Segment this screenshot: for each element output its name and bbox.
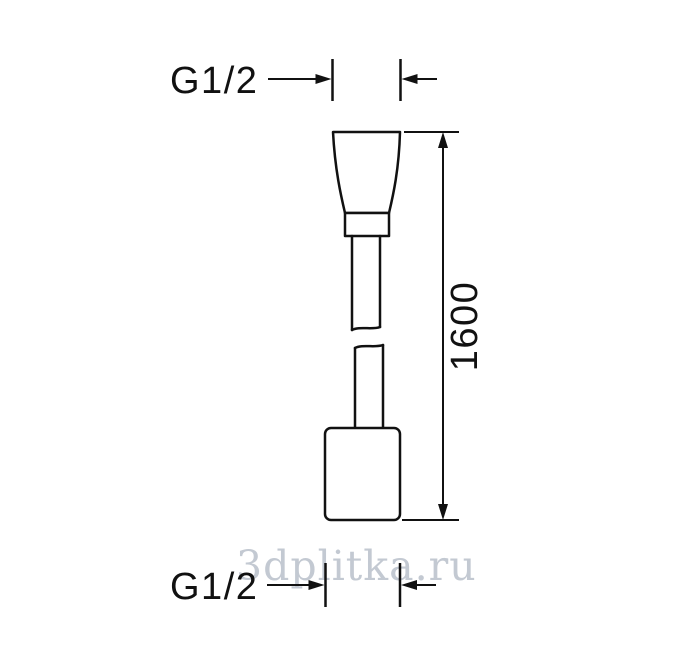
- hose-bottom-connector: [323, 426, 402, 522]
- hose-lower-break-line: [353, 343, 385, 350]
- hose-outline: [323, 130, 402, 522]
- top-thread-dimension: G1/2: [170, 59, 437, 102]
- length-arrow-down-icon: [438, 504, 448, 520]
- bottom-thread-dimension: G1/2: [170, 563, 436, 608]
- length-dimension: 1600: [402, 131, 486, 521]
- top-dim-arrow-right-icon: [315, 74, 332, 84]
- hose-conical-nut: [331, 130, 402, 215]
- bottom-dim-arrow-right-icon: [308, 580, 325, 590]
- watermark-text: 3dplitka.ru: [236, 542, 477, 590]
- length-label: 1600: [444, 281, 486, 372]
- hose-upper-break-line: [350, 325, 382, 332]
- length-arrow-up-icon: [438, 132, 448, 148]
- top-thread-label: G1/2: [170, 60, 258, 102]
- bottom-dim-arrow-left-icon: [401, 580, 417, 590]
- top-dim-arrow-left-icon: [401, 74, 418, 84]
- bottom-thread-label: G1/2: [170, 566, 258, 608]
- hose-ferrule: [343, 211, 391, 238]
